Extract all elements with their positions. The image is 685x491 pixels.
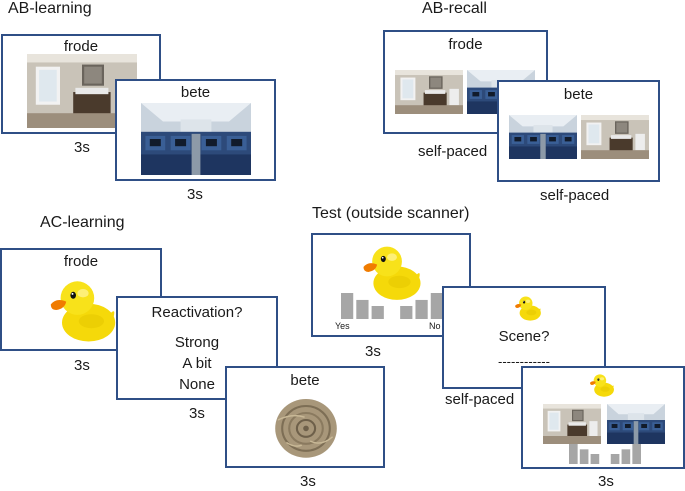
ac-learning-duration-3: 3s bbox=[300, 473, 316, 490]
scale-no-label: No bbox=[429, 321, 441, 331]
rating-scale bbox=[569, 444, 641, 464]
ac-learning-frame-3: bete bbox=[225, 366, 385, 468]
ac-learning-frame-2: Reactivation? Strong A bit None bbox=[116, 296, 278, 400]
ab-learning-frame-2: bete bbox=[115, 79, 276, 181]
ab-recall-frame-2: bete bbox=[497, 80, 660, 182]
cue-word: frode bbox=[63, 253, 99, 270]
bathroom-image bbox=[395, 70, 463, 114]
ab-recall-duration-2: self-paced bbox=[540, 187, 610, 204]
test-duration-1: 3s bbox=[365, 343, 381, 360]
rubber-duck-image bbox=[514, 294, 542, 322]
ab-learning-title: AB-learning bbox=[8, 0, 92, 17]
airplane-cabin-image bbox=[141, 103, 251, 175]
test-frame-1: Yes No bbox=[311, 233, 471, 337]
cue-word: bete bbox=[290, 372, 320, 389]
ab-recall-duration-1: self-paced bbox=[418, 143, 488, 160]
ab-recall-title: AB-recall bbox=[422, 0, 487, 17]
cue-word: bete bbox=[180, 84, 211, 101]
ac-learning-title: AC-learning bbox=[40, 214, 125, 231]
ab-learning-duration-2: 3s bbox=[187, 186, 203, 203]
bathroom-image bbox=[581, 115, 649, 159]
airplane-cabin-image bbox=[607, 404, 665, 444]
bathroom-image bbox=[543, 404, 601, 444]
test-duration-3: 3s bbox=[598, 473, 614, 490]
ab-learning-duration-1: 3s bbox=[74, 139, 90, 156]
ac-learning-duration-1: 3s bbox=[74, 357, 90, 374]
cue-word: bete bbox=[563, 86, 594, 103]
answer-blank: ------------ bbox=[498, 354, 550, 369]
hay-bale-image bbox=[271, 392, 341, 462]
reactivation-option: None bbox=[179, 376, 215, 393]
cue-word: frode bbox=[448, 36, 483, 53]
scene-question: Scene? bbox=[498, 328, 550, 345]
test-duration-2: self-paced bbox=[445, 391, 515, 408]
airplane-cabin-image bbox=[509, 115, 577, 159]
rubber-duck-image bbox=[589, 372, 615, 398]
rating-scale bbox=[341, 293, 443, 319]
test-frame-3 bbox=[521, 366, 685, 469]
scale-yes-label: Yes bbox=[335, 321, 350, 331]
reactivation-option: Strong bbox=[174, 334, 220, 351]
reactivation-question: Reactivation? bbox=[151, 304, 243, 321]
ac-learning-duration-2: 3s bbox=[189, 405, 205, 422]
cue-word: frode bbox=[63, 38, 99, 55]
reactivation-option: A bit bbox=[182, 355, 212, 372]
test-title: Test (outside scanner) bbox=[312, 205, 470, 222]
rubber-duck-image bbox=[48, 275, 118, 345]
